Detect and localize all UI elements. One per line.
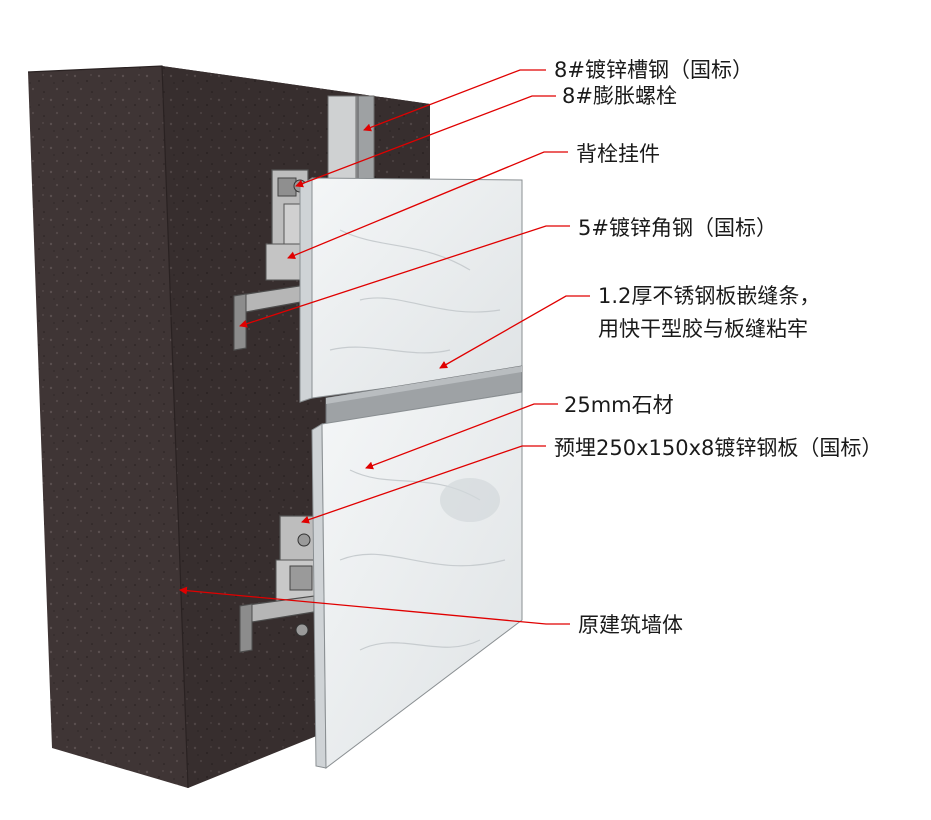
callout-labels: 8#镀锌槽钢（国标） 8#膨胀螺栓 背栓挂件 5#镀锌角钢（国标） 1.2厚不锈… bbox=[554, 58, 882, 637]
label-back-bolt-hanger: 背栓挂件 bbox=[576, 142, 660, 166]
label-embedded-plate: 预埋250x150x8镀锌钢板（国标） bbox=[554, 436, 882, 460]
leader-embedded-plate bbox=[301, 445, 546, 524]
leader-back-bolt-hanger bbox=[287, 151, 568, 260]
label-seam-strip-line1: 1.2厚不锈钢板嵌缝条， bbox=[598, 284, 820, 308]
leader-angle-steel bbox=[239, 225, 570, 328]
label-angle-steel: 5#镀锌角钢（国标） bbox=[578, 216, 777, 240]
wall-front-face bbox=[28, 66, 188, 788]
leader-stone bbox=[365, 403, 558, 470]
lower-bracket-assembly bbox=[239, 515, 317, 653]
leader-expansion-bolt bbox=[295, 95, 556, 188]
label-wall: 原建筑墙体 bbox=[578, 613, 683, 637]
leader-seam-strip bbox=[439, 295, 590, 369]
leader-lines bbox=[179, 69, 590, 625]
leader-channel-steel bbox=[363, 69, 546, 132]
label-expansion-bolt: 8#膨胀螺栓 bbox=[562, 84, 677, 108]
stone-panel-lower bbox=[311, 391, 523, 769]
stone-panel-upper bbox=[299, 177, 523, 403]
label-channel-steel: 8#镀锌槽钢（国标） bbox=[554, 58, 753, 82]
label-stone: 25mm石材 bbox=[564, 393, 674, 417]
label-seam-strip-line2: 用快干型胶与板缝粘牢 bbox=[598, 317, 808, 341]
leader-wall bbox=[179, 586, 570, 625]
